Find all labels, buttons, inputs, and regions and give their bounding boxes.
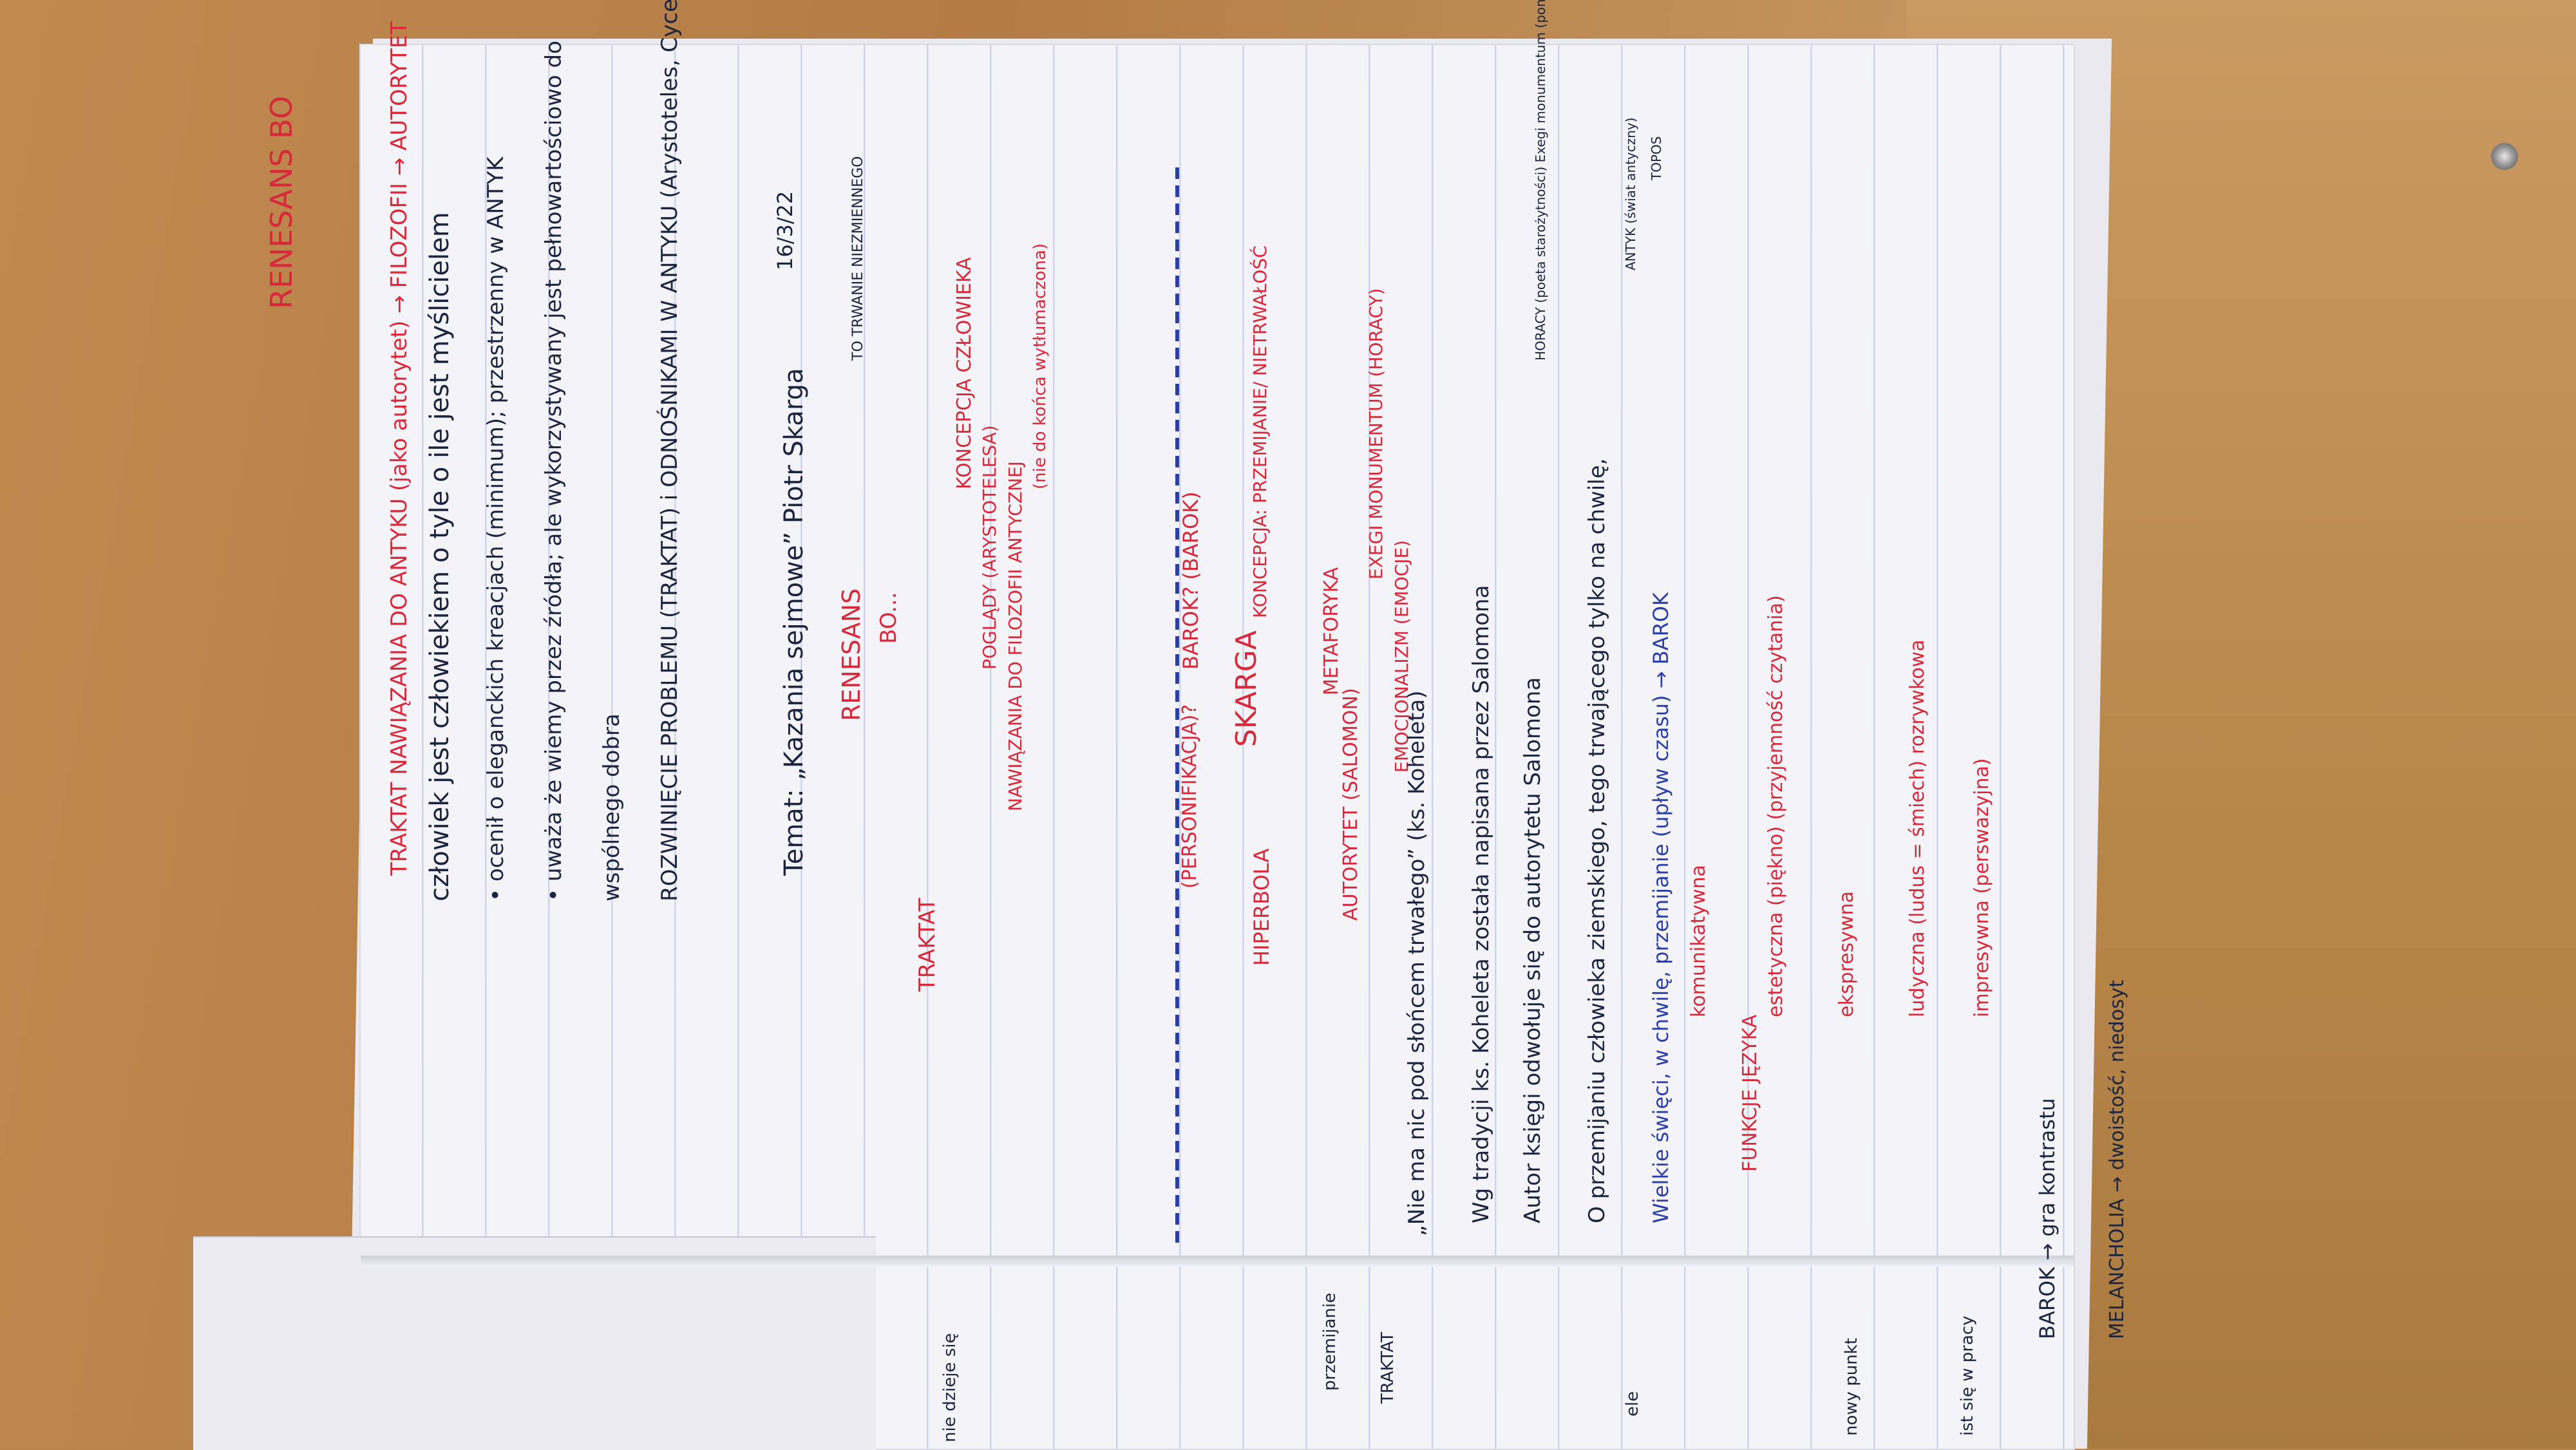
mindmap-exegi: EXEGI MONUMENTUM (HORACY) <box>1365 288 1387 579</box>
note-wielkie-swieci: Wielkie święci, w chwilę, przemijanie (u… <box>1649 592 1673 1223</box>
left-margin-6: ist się w pracy <box>1958 1315 1977 1436</box>
note-czlowiek: człowiek jest człowiekiem o tyle o ile j… <box>425 212 455 901</box>
mindmap-renesans: RENESANS <box>837 588 866 721</box>
mindmap-to-trwanie: TO TRWANIE NIEZMIENNEGO <box>850 156 866 361</box>
mindmap-hiperbola: HIPERBOLA <box>1249 848 1274 966</box>
mindmap-skarga: SKARGA <box>1230 630 1263 747</box>
mindmap-bo: BO... <box>876 592 902 644</box>
side-note-antyk: ANTYK (świat antyczny) <box>1623 117 1638 270</box>
note-melancholia: MELANCHOLIA → dwoistość, niedosyt <box>2106 979 2128 1339</box>
note-estetyczna: estetyczna (piękno) (przyjemność czytani… <box>1765 595 1787 1017</box>
page-fold <box>361 1256 2074 1267</box>
wavy-divider <box>1175 167 1179 1249</box>
note-wg-tradycji: Wg tradycji ks. Koheleta została napisan… <box>1468 585 1494 1223</box>
note-traktat-line: TRAKTAT NAWIĄZANIA DO ANTYKU (jako autor… <box>386 21 412 876</box>
mindmap-koncepcja-sub: (nie do końca wytłumaczona) <box>1030 243 1050 489</box>
note-autor: Autor księgi odwołuje się do autorytetu … <box>1520 677 1546 1223</box>
left-notebook-page <box>193 1236 876 1450</box>
left-margin-3: ele <box>1623 1391 1642 1417</box>
note-nie-ma-nic: „Nie ma nic pod słońcem trwałego” (ks. K… <box>1404 690 1430 1236</box>
note-renesans-bo: RENESANS BO <box>264 95 299 309</box>
note-line3: wspólnego dobra <box>599 713 625 901</box>
mindmap-traktat: TRAKTAT <box>914 898 940 992</box>
note-przemijanie: O przemijaniu człowieka ziemskiego, tego… <box>1584 458 1610 1223</box>
mindmap-poglady: POGLĄDY (ARYSTOTELESA) <box>979 425 1000 670</box>
left-margin-1: przemijanie <box>1320 1292 1340 1391</box>
note-rozwiniecie: ROZWINIĘCIE PROBLEMU (TRAKTAT) i ODNOŚNI… <box>657 0 683 901</box>
note-impresywna: impresywna (perswazyjna) <box>1971 758 1993 1017</box>
note-date: 16/3/22 <box>773 191 797 270</box>
left-margin-5: nowy punkt <box>1842 1337 1861 1436</box>
screw-icon <box>2491 143 2518 170</box>
left-margin-2: TRAKTAT <box>1378 1332 1397 1404</box>
note-ekspresywna: ekspresywna <box>1835 891 1858 1017</box>
side-note-horacy: HORACY (poeta starożytności) Exegi monum… <box>1533 0 1548 361</box>
side-note-topos: TOPOS <box>1649 136 1664 180</box>
mindmap-koncepcja: KONCEPCJA CZŁOWIEKA <box>953 257 976 489</box>
mindmap-barok: BAROK? (BAROK) <box>1179 491 1203 670</box>
left-margin-4: nie dzieje się <box>940 1333 960 1442</box>
note-temat: Temat: „Kazania sejmowe” Piotr Skarga <box>779 368 809 876</box>
note-ludyczna: ludyczna (ludus = śmiech) rozrywkowa <box>1906 639 1929 1017</box>
mindmap-nawiazania: NAWIĄZANIA DO FILOZOFII ANTYCZNEJ <box>1005 461 1026 811</box>
note-funkcje: FUNKCJE JĘZYKA <box>1739 1014 1761 1172</box>
mindmap-metaforyka: METAFORYKA <box>1320 567 1343 695</box>
mindmap-koncepcja-przem: KONCEPCJA: PRZEMIJANIE/ NIETRWAŁOŚĆ <box>1249 245 1271 618</box>
note-line1: • ocenił o eleganckich kreacjach (minimu… <box>483 156 509 901</box>
note-line2: • uważa że wiemy przez źródła; ale wykor… <box>541 41 567 901</box>
mindmap-autorytet: AUTORYTET (SALOMON) <box>1340 688 1362 921</box>
notebook-page <box>361 45 2074 1449</box>
note-barok-kontrast: BAROK → gra kontrastu <box>2035 1098 2060 1339</box>
mindmap-personifikacja: (PERSONIFIKACJA)? <box>1179 704 1201 889</box>
note-komunikatywna: komunikatywna <box>1687 865 1710 1017</box>
